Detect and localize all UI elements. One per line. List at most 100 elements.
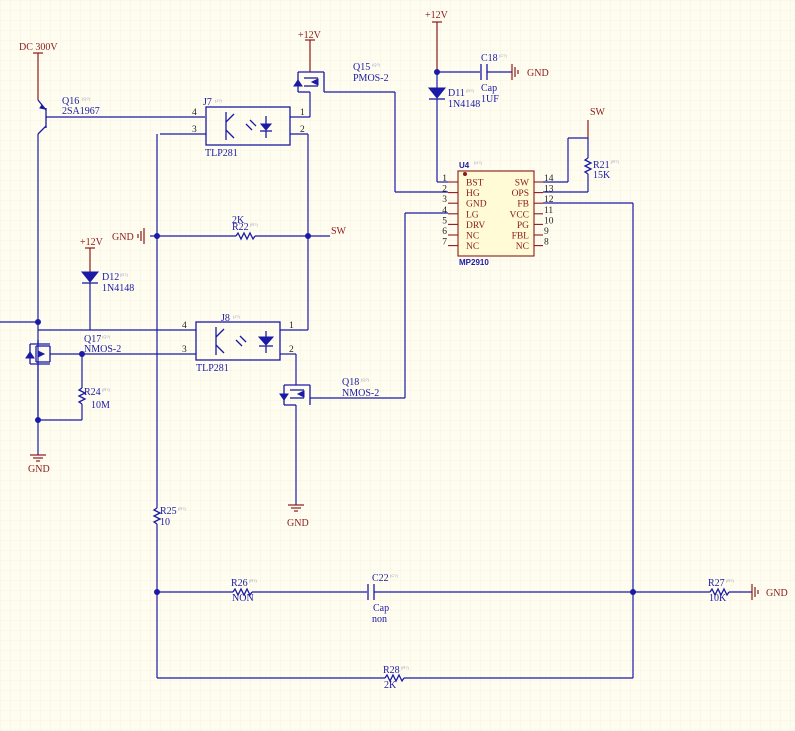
q16-ref: Q16 — [62, 96, 79, 107]
c18-vcc-label: +12V — [425, 10, 449, 21]
u4-pin-number: 10 — [544, 216, 554, 226]
u4-pin-number: 4 — [442, 206, 447, 216]
u4-pin-name: GND — [466, 200, 487, 210]
c22-value2: non — [372, 614, 387, 625]
r21-tag: (R?) — [611, 159, 619, 164]
r21-resistor[interactable]: SW R21 (R?) 15K — [543, 107, 619, 193]
c18-capacitor[interactable]: +12V GND C18 (C?) Cap 1UF — [425, 10, 549, 105]
d11-tag: (D?) — [466, 88, 474, 93]
u4-pin-number: 9 — [544, 227, 549, 237]
u4-pin-number: 1 — [442, 174, 447, 184]
r22-resistor[interactable]: GND SW 2K R22 (R?) — [112, 215, 347, 245]
q15-tag: (Q?) — [372, 62, 381, 67]
j7-pin-2: 2 — [300, 125, 305, 135]
j8-pin-3: 3 — [182, 345, 187, 355]
r27-resistor[interactable]: GND R27 (R?) 10K — [633, 578, 788, 604]
d11-value: 1N4148 — [448, 99, 480, 110]
r24-value: 10M — [91, 400, 110, 411]
d12-vcc-label: +12V — [80, 237, 104, 248]
r28-ref: R28 — [383, 665, 400, 676]
c18-value: Cap — [481, 83, 497, 94]
j7-pin-3: 3 — [192, 125, 197, 135]
q18-tag: (Q?) — [361, 377, 370, 382]
u4-pin-number: 7 — [442, 238, 447, 248]
sw-top-label: SW — [590, 107, 606, 118]
c18-tag: (C?) — [499, 53, 507, 58]
d11-ref: D11 — [448, 88, 465, 99]
r28-resistor[interactable]: R28 (R?) 2K — [157, 665, 633, 691]
u4-pin-name: NC — [516, 242, 529, 252]
u4-pin-name: VCC — [509, 210, 529, 220]
r28-tag: (R?) — [401, 665, 409, 670]
r24-resistor[interactable]: R24 (R?) 10M — [35, 354, 110, 423]
u4-pin-number: 11 — [544, 206, 553, 216]
u4-pin-name: HG — [466, 189, 480, 199]
r24-tag: (R?) — [102, 387, 110, 392]
r25-tag: (R?) — [178, 506, 186, 511]
u4-tag: (U?) — [474, 160, 482, 165]
r22-tag: (R?) — [250, 222, 258, 227]
c18-gnd-label: GND — [527, 68, 549, 79]
r27-value: 10K — [709, 593, 727, 604]
q17-ref: Q17 — [84, 334, 101, 345]
r21-value: 15K — [593, 170, 611, 181]
r22-ref: R22 — [232, 222, 249, 233]
ground-bottom-left: GND — [28, 454, 50, 475]
j7-optocoupler[interactable]: J7 (J?) TLP281 4 3 1 2 — [160, 97, 310, 159]
j7-value: TLP281 — [205, 148, 238, 159]
u4-part: MP2910 — [459, 258, 489, 267]
c22-tag: (C?) — [390, 573, 398, 578]
r26-value: NON — [232, 593, 254, 604]
u4-pin-number: 13 — [544, 185, 554, 195]
j8-ref: J8 — [221, 313, 230, 324]
c22-capacitor[interactable]: C22 (C?) Cap non — [367, 573, 636, 625]
q18-ref: Q18 — [342, 377, 359, 388]
q15-pmos[interactable]: +12V Q15 (Q?) PMOS-2 — [293, 30, 448, 193]
j7-pin-4: 4 — [192, 108, 197, 118]
gnd-bottom-left-label: GND — [28, 464, 50, 475]
u4-ref: U4 — [459, 161, 470, 170]
d12-value: 1N4148 — [102, 283, 134, 294]
u4-pin-number: 2 — [442, 185, 447, 195]
u4-pin-number: 5 — [442, 216, 447, 226]
j7-ref: J7 — [203, 97, 212, 108]
r28-value: 2K — [384, 680, 397, 691]
r26-resistor[interactable]: R26 (R?) NON — [154, 578, 367, 604]
d12-ref: D12 — [102, 272, 119, 283]
r27-ref: R27 — [708, 578, 725, 589]
q18-value: NMOS-2 — [342, 388, 379, 399]
gnd-r27-label: GND — [766, 588, 788, 599]
sw-mid-label: SW — [331, 226, 347, 237]
u4-pin-name: NC — [466, 242, 479, 252]
u4-pin-name: LG — [466, 210, 479, 220]
u4-pin-name: SW — [515, 179, 529, 189]
r24-ref: R24 — [84, 387, 101, 398]
u4-pin-name: BST — [466, 179, 484, 189]
j8-pin-4: 4 — [182, 321, 187, 331]
q18-nmos[interactable]: GND Q18 (Q?) NMOS-2 — [279, 377, 405, 529]
q16-value: 2SA1967 — [62, 106, 100, 117]
u4-pin-number: 8 — [544, 238, 549, 248]
j8-value: TLP281 — [196, 363, 229, 374]
q15-value: PMOS-2 — [353, 73, 389, 84]
u4-pin-number: 12 — [544, 195, 554, 205]
r25-resistor[interactable]: R25 (R?) 10 — [152, 506, 186, 678]
j8-optocoupler[interactable]: J8 (J?) TLP281 4 3 1 2 — [182, 236, 309, 385]
q17-nmos[interactable]: Q17 (Q?) NMOS-2 — [25, 334, 196, 455]
j7-tag: (J?) — [215, 98, 223, 103]
d12-diode[interactable]: +12V D12 (D?) 1N4148 — [80, 237, 134, 330]
j8-pin-2: 2 — [289, 345, 294, 355]
r21-ref: R21 — [593, 160, 610, 171]
c22-ref: C22 — [372, 573, 389, 584]
c18-ref: C18 — [481, 53, 498, 64]
u4-pin-name: OPS — [512, 189, 529, 199]
u4-pin-name: NC — [466, 232, 479, 242]
q17-tag: (Q?) — [102, 334, 111, 339]
q17-value: NMOS-2 — [84, 344, 121, 355]
d11-diode[interactable]: D11 (D?) 1N4148 — [427, 72, 480, 183]
